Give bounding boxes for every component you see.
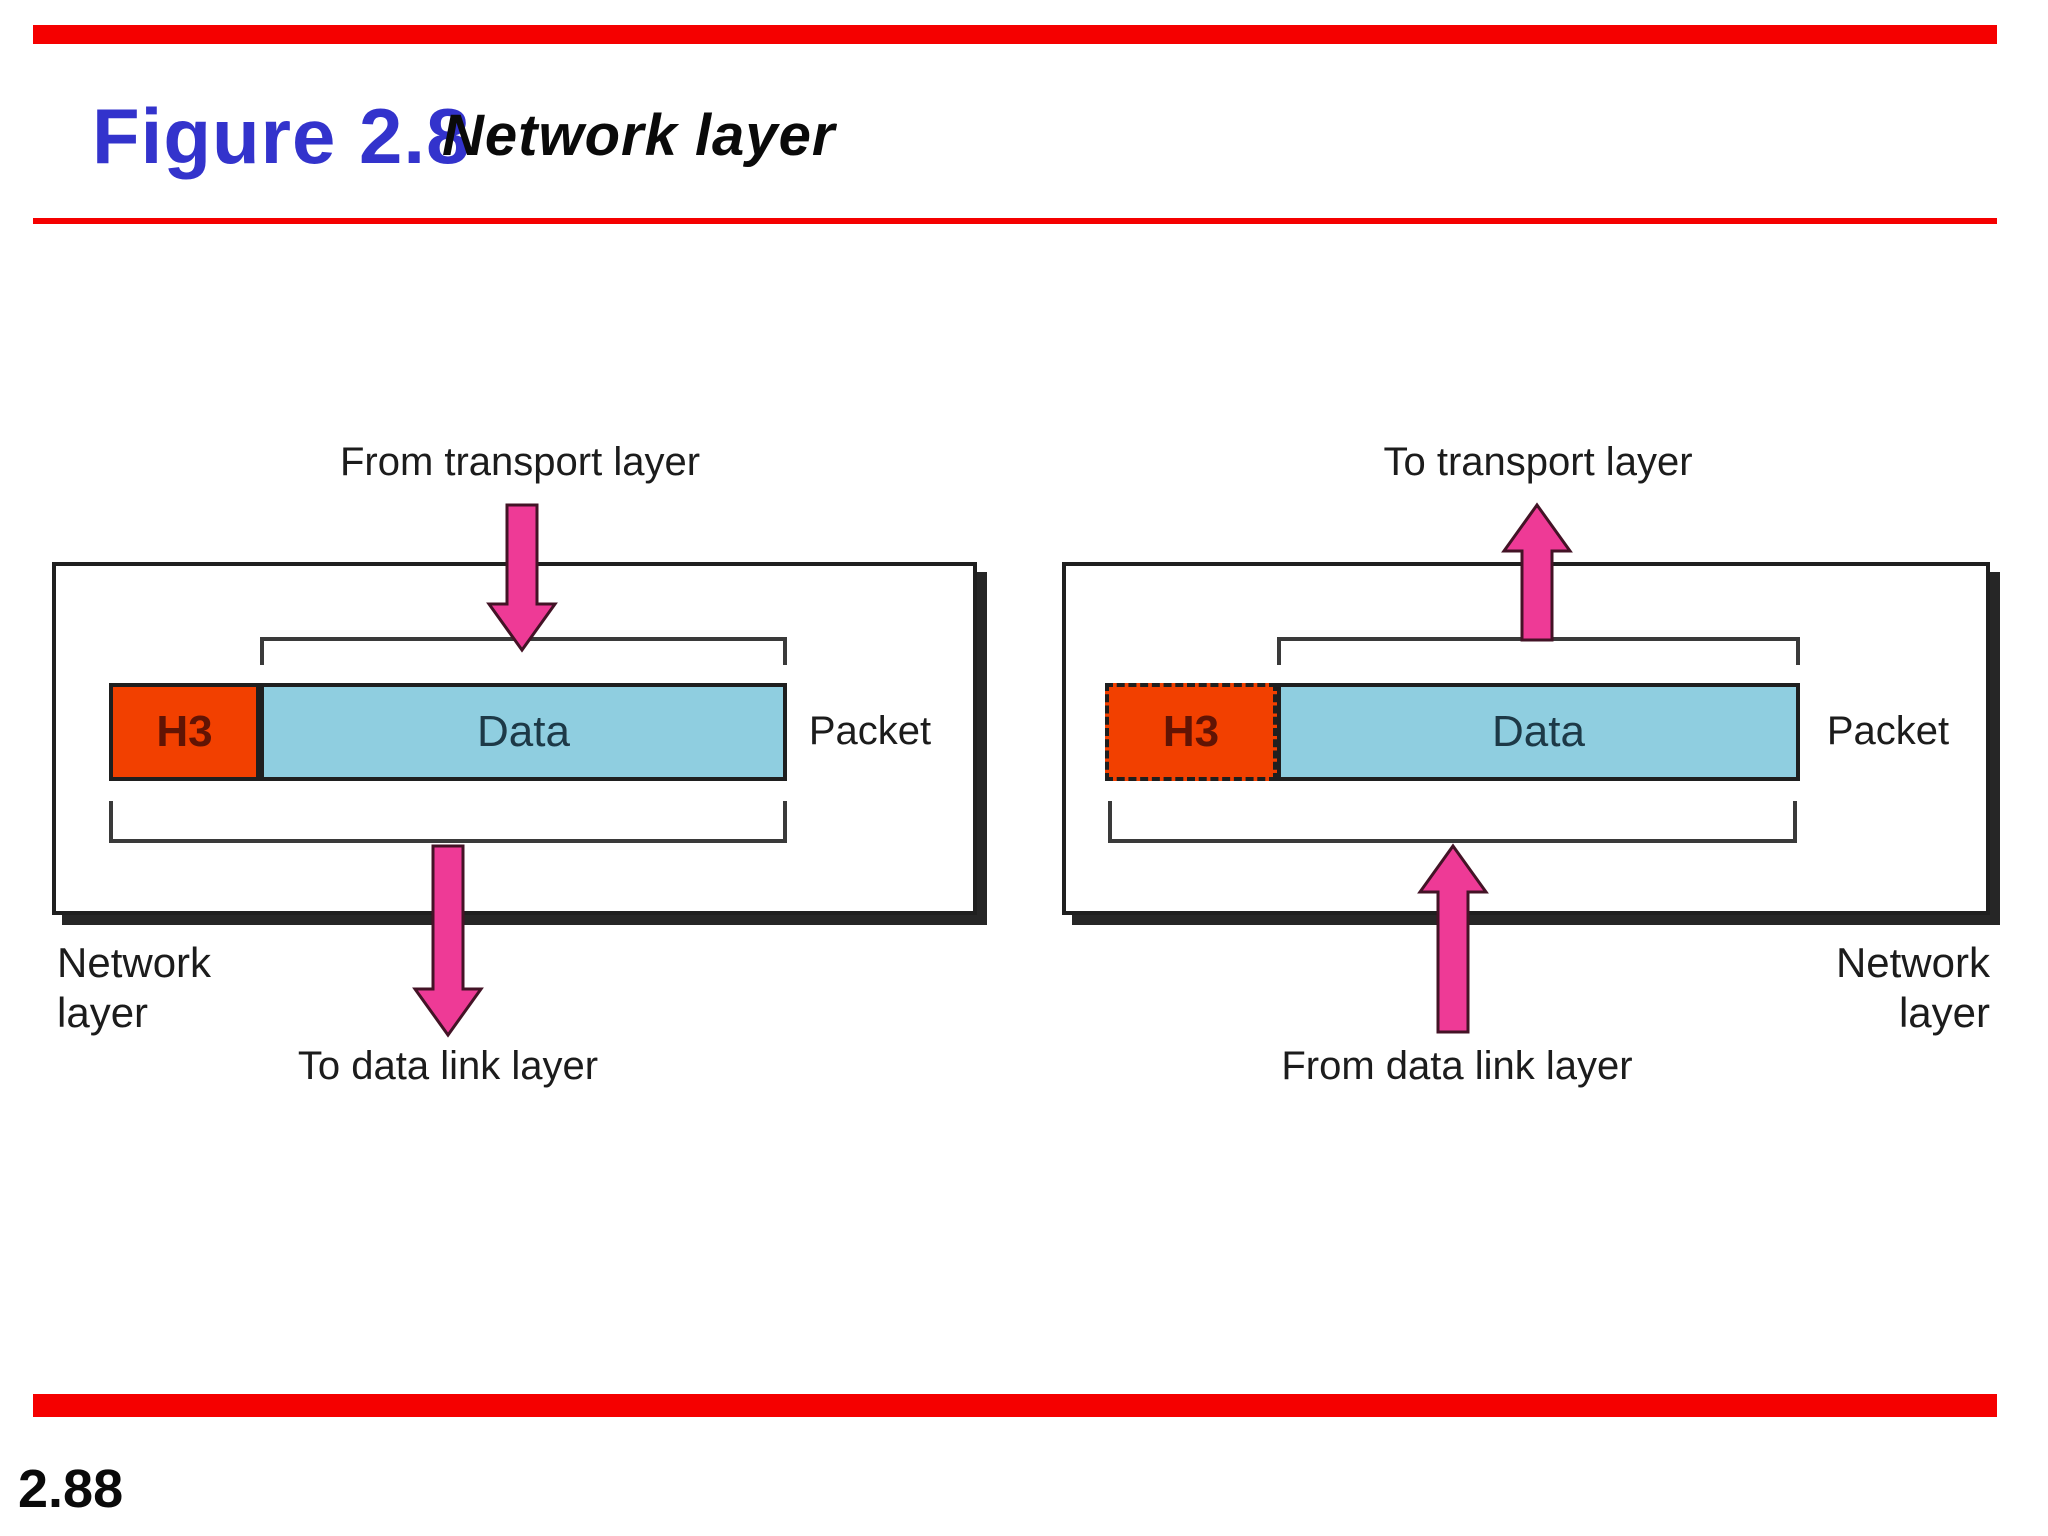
left-top-bracket: [260, 637, 787, 665]
right-packet-label: Packet: [1826, 709, 1950, 753]
left-h3-header-cell: H3: [109, 683, 260, 781]
right-top-bracket: [1277, 637, 1800, 665]
right-bottom-label: From data link layer: [1281, 1044, 1633, 1088]
left-data-cell: Data: [260, 683, 787, 781]
left-bottom-bracket: [109, 801, 787, 843]
right-caption-line1: Network: [1835, 939, 1990, 986]
left-caption-line2: layer: [57, 989, 149, 1036]
right-data-label: Data: [1492, 707, 1585, 756]
figure-label: Figure 2.8: [92, 92, 471, 180]
figure-title: Network layer: [442, 103, 836, 168]
right-network-layer-caption: Network layer: [1690, 938, 1990, 1038]
left-data-label: Data: [477, 707, 570, 756]
right-bottom-bracket: [1108, 801, 1797, 843]
top-red-bar: [33, 25, 1997, 44]
right-data-cell: Data: [1277, 683, 1800, 781]
left-packet-label: Packet: [808, 709, 932, 753]
left-top-label: From transport layer: [339, 440, 701, 484]
right-h3-header-cell: H3: [1105, 683, 1277, 781]
page-number: 2.88: [18, 1459, 124, 1519]
left-caption-line1: Network: [57, 939, 212, 986]
left-network-layer-caption: Network layer: [57, 938, 357, 1038]
right-h3-label: H3: [1162, 707, 1220, 756]
right-caption-line2: layer: [1898, 989, 1990, 1036]
left-bottom-label: To data link layer: [297, 1044, 599, 1088]
bottom-red-bar: [33, 1394, 1997, 1417]
left-h3-label: H3: [156, 707, 213, 756]
right-top-label: To transport layer: [1383, 440, 1693, 484]
title-rule: [33, 218, 1997, 224]
